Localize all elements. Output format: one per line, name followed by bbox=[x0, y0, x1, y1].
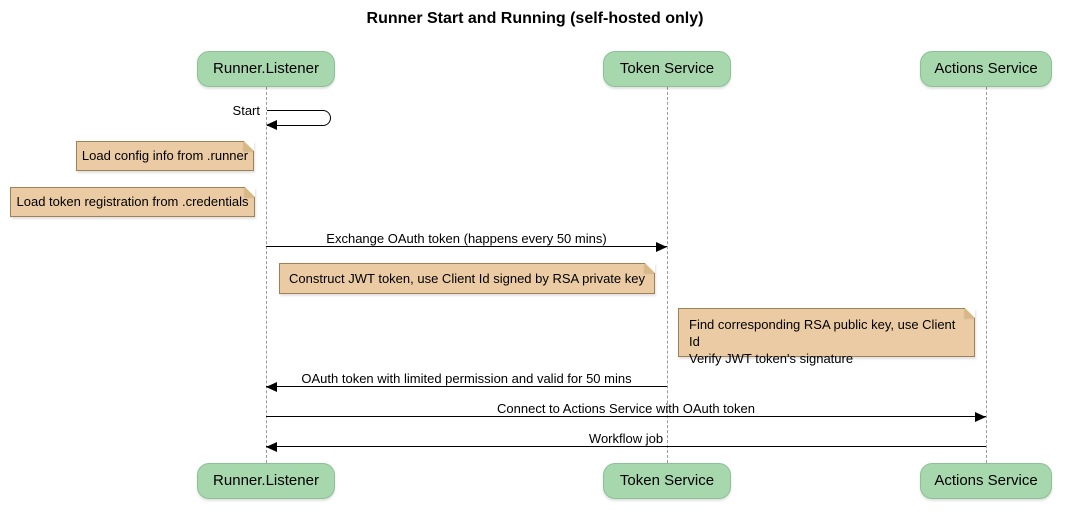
participant-runner-listener-top: Runner.Listener bbox=[197, 51, 335, 87]
note-load-token-registration: Load token registration from .credential… bbox=[10, 187, 255, 217]
self-message-arrow-start bbox=[267, 110, 331, 126]
participant-runner-listener-bottom: Runner.Listener bbox=[197, 463, 335, 499]
participant-token-service-bottom: Token Service bbox=[603, 463, 731, 499]
message-label-connect-actions: Connect to Actions Service with OAuth to… bbox=[497, 401, 755, 416]
arrowhead-workflow-job bbox=[266, 442, 277, 452]
message-line-oauth-token bbox=[266, 386, 667, 387]
message-line-connect-actions bbox=[266, 416, 986, 417]
lifeline-runner-listener bbox=[266, 87, 267, 463]
arrowhead-oauth-token bbox=[266, 382, 277, 392]
participant-token-service-top: Token Service bbox=[603, 51, 731, 87]
arrowhead-connect-actions bbox=[975, 412, 986, 422]
message-line-workflow-job bbox=[266, 446, 986, 447]
message-label-start: Start bbox=[232, 103, 260, 118]
lifeline-actions-service bbox=[986, 87, 987, 463]
participant-actions-service-bottom: Actions Service bbox=[920, 463, 1052, 499]
participant-actions-service-top: Actions Service bbox=[920, 51, 1052, 87]
note-construct-jwt: Construct JWT token, use Client Id signe… bbox=[279, 263, 655, 294]
note-verify-jwt: Find corresponding RSA public key, use C… bbox=[678, 308, 975, 366]
lifeline-token-service bbox=[667, 87, 668, 463]
message-label-exchange-oauth: Exchange OAuth token (happens every 50 m… bbox=[326, 231, 607, 246]
message-line-exchange-oauth bbox=[266, 246, 667, 247]
arrowhead-start bbox=[266, 120, 277, 130]
diagram-title: Runner Start and Running (self-hosted on… bbox=[366, 10, 704, 27]
arrowhead-exchange-oauth bbox=[656, 242, 667, 252]
message-label-oauth-token: OAuth token with limited permission and … bbox=[301, 371, 632, 386]
message-label-workflow-job: Workflow job bbox=[588, 431, 664, 446]
note-load-config: Load config info from .runner bbox=[76, 141, 254, 171]
